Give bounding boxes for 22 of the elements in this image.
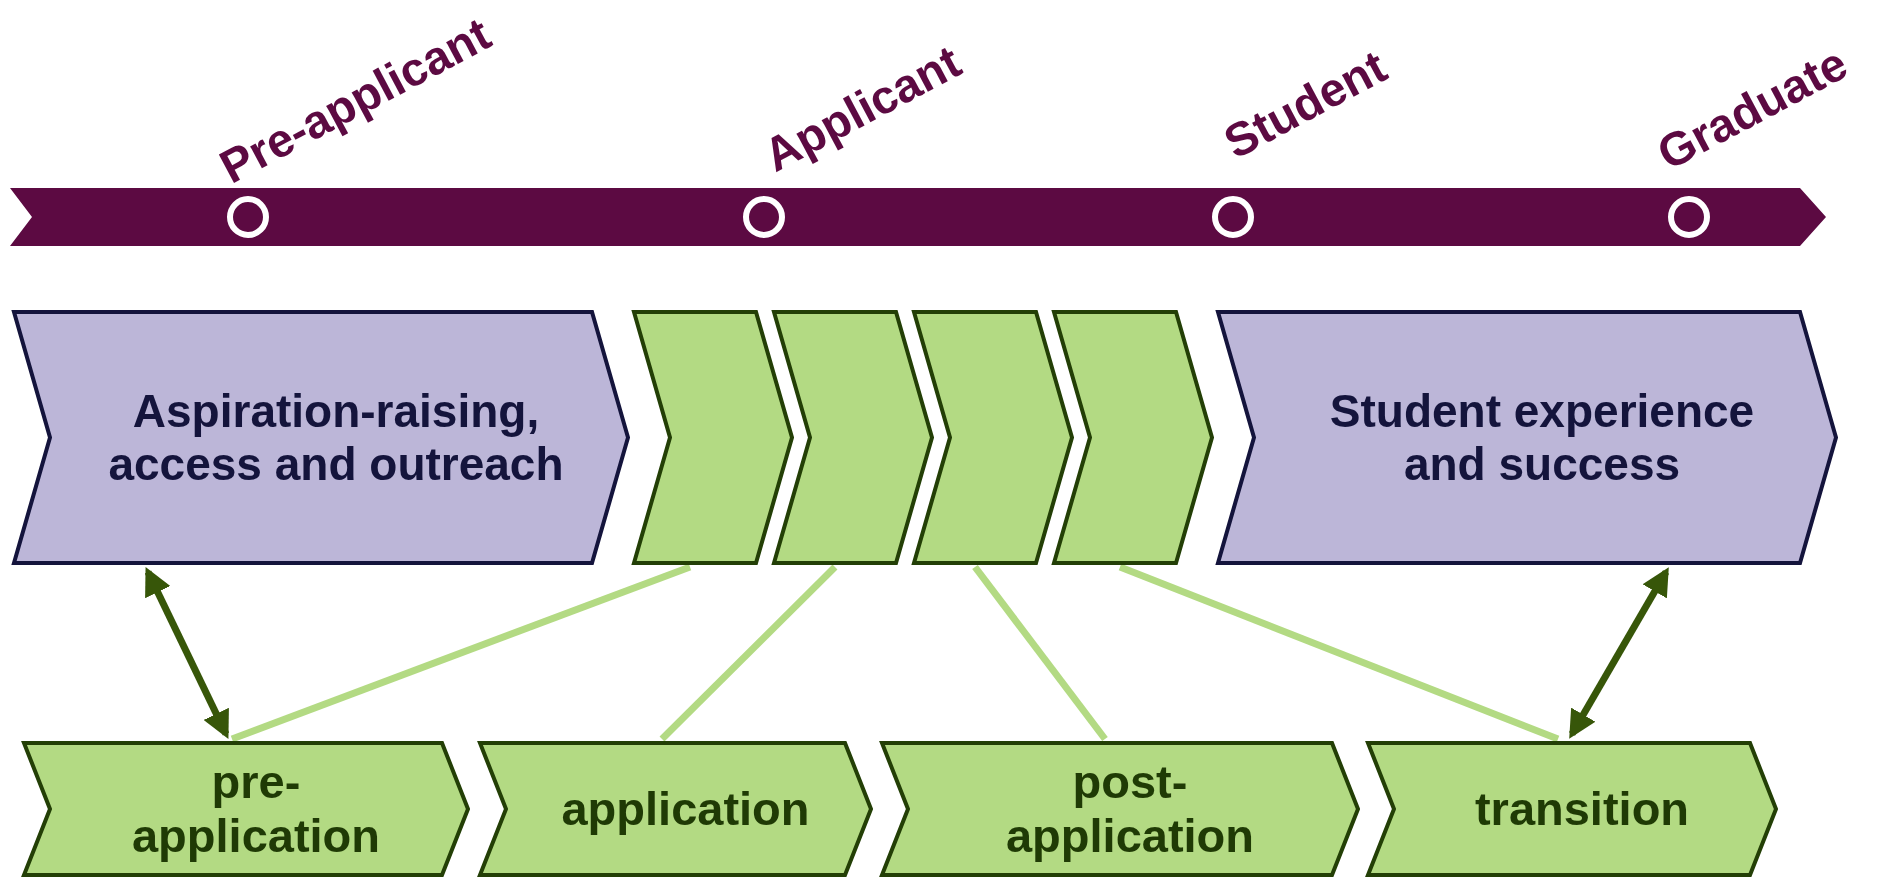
connector-line [972,564,1108,742]
double-arrow [1568,567,1670,739]
double-arrow [144,566,230,740]
chevron-box [22,741,470,877]
connector-line [659,564,838,742]
chevron-shape [772,310,934,565]
stage-label: transition [1474,781,1690,836]
chevron-shape [912,310,1074,565]
stage-label: pre-application [130,754,382,864]
stage-label: post-application [1004,754,1256,864]
chevron-box [12,310,630,565]
stage-label: Student experience and success [1328,384,1756,491]
stage-label: application [561,781,810,836]
chevron-box [478,741,873,877]
chevron-shape [632,310,794,565]
chevron-box [880,741,1360,877]
stage-label: Aspiration-raising, access and outreach [107,384,565,491]
connector-line [1118,563,1560,743]
connector-line [230,563,692,743]
chevron-box [1216,310,1838,565]
chevron-shape [1052,310,1214,565]
chevron-box [1366,741,1778,877]
